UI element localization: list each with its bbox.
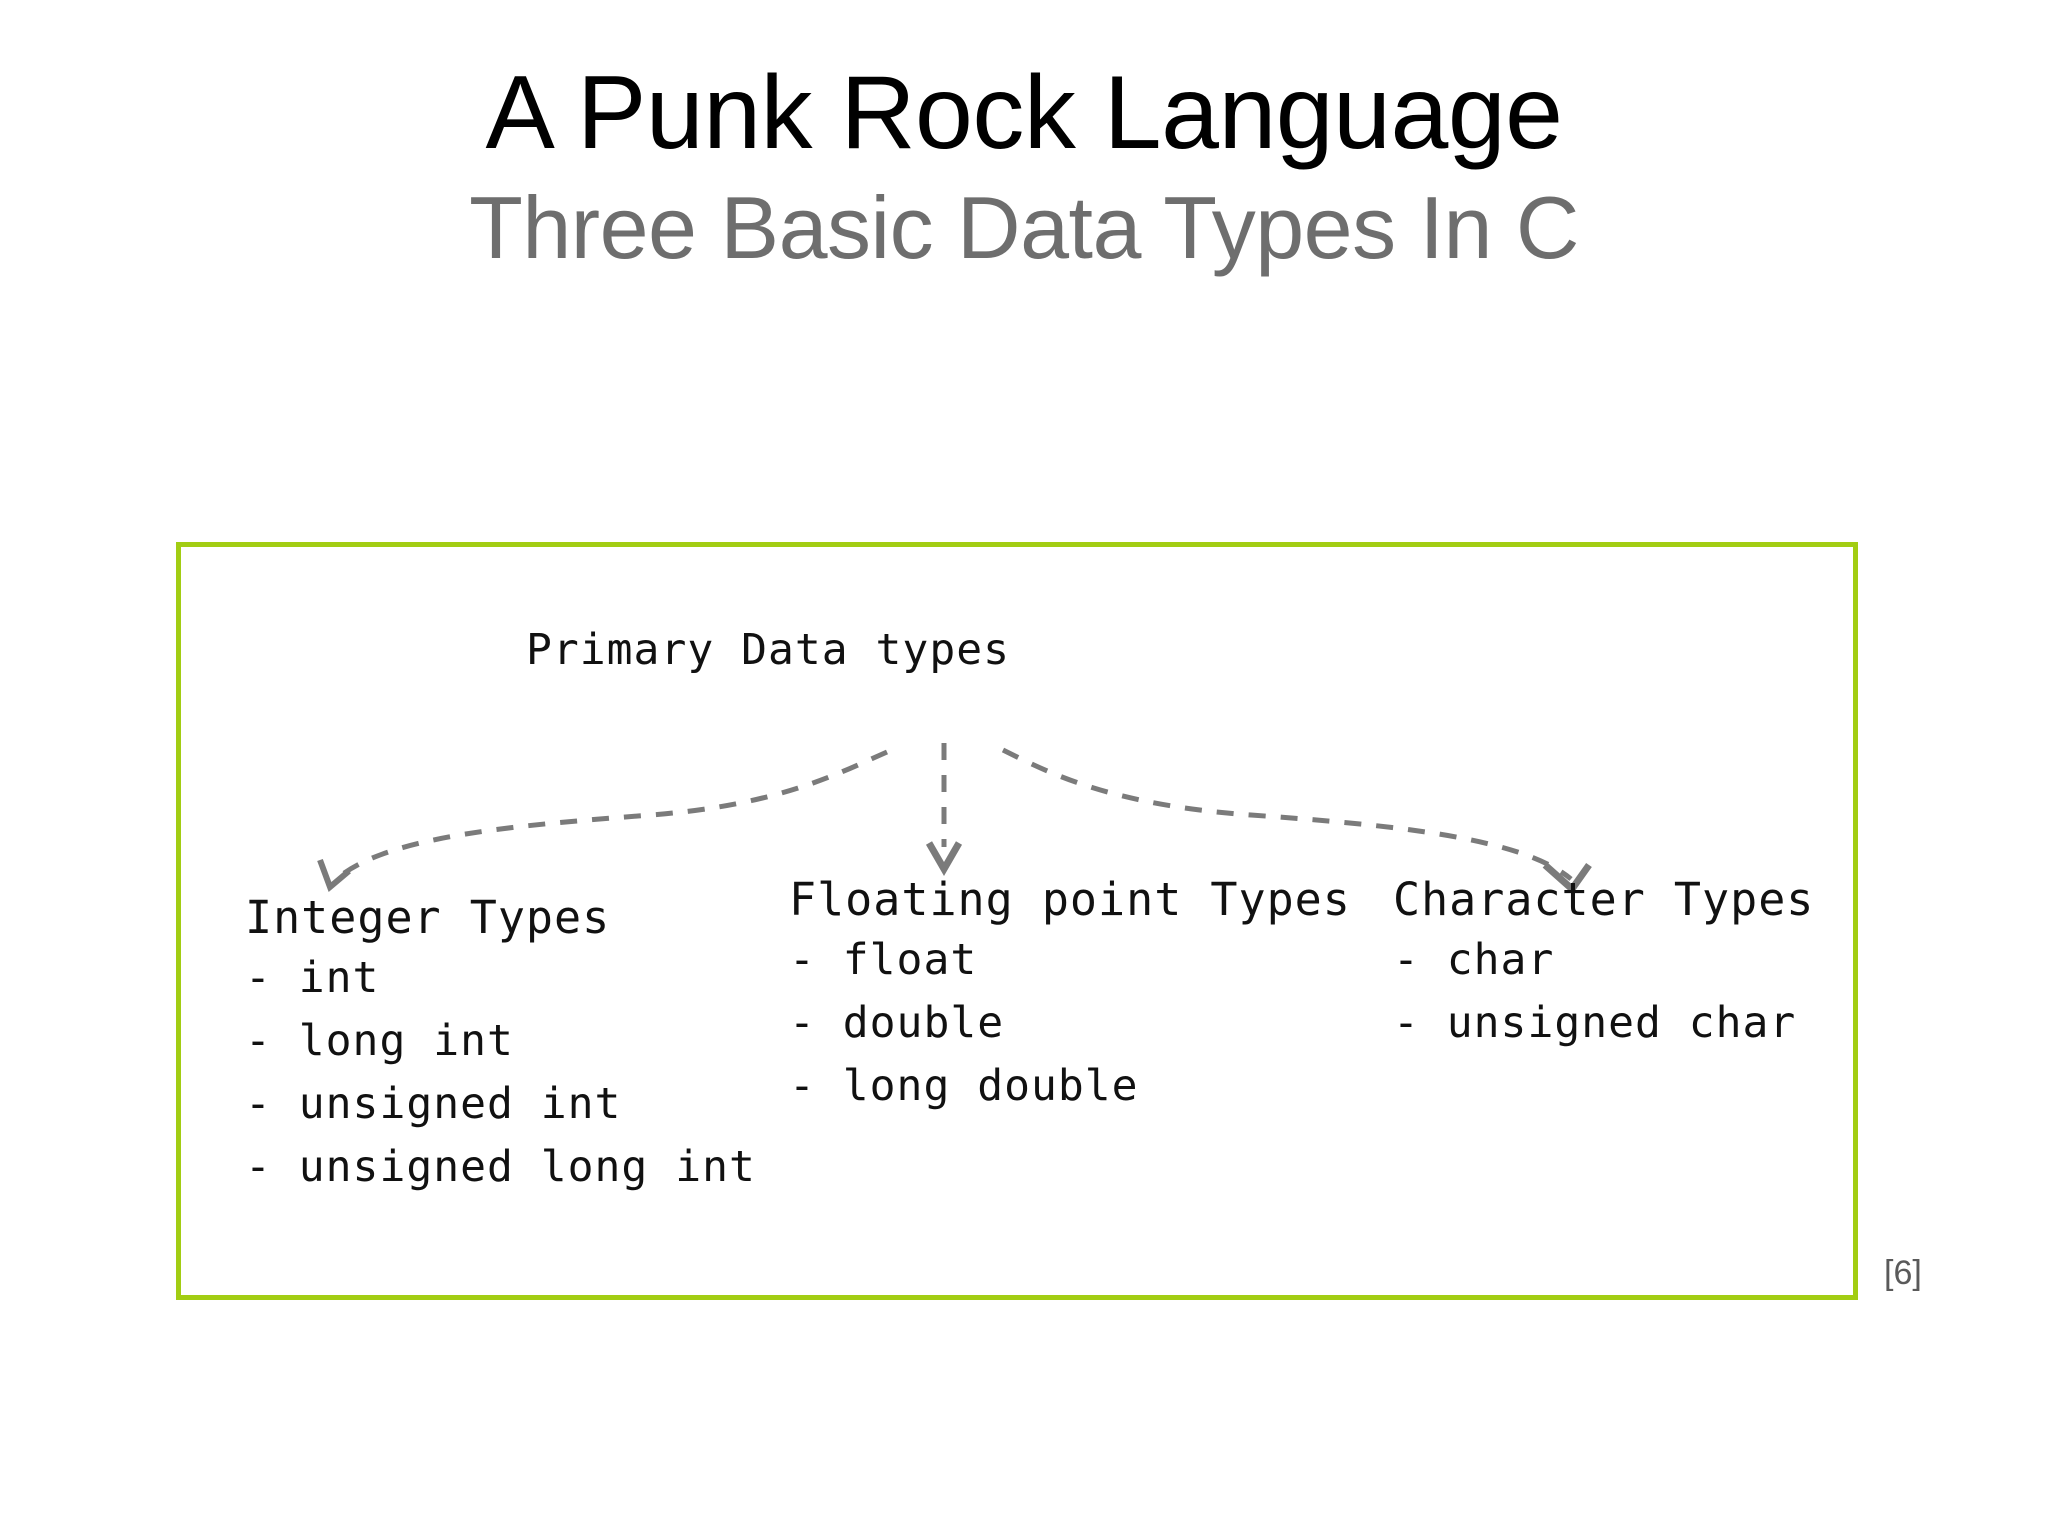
diagram-column-character: Character Types - char - unsigned char — [1393, 877, 1814, 1065]
column-heading-character: Character Types — [1393, 873, 1815, 926]
column-item-character-0: - char — [1393, 935, 1555, 985]
page-title: A Punk Rock Language — [485, 55, 1563, 171]
page-subtitle: Three Basic Data Types In C — [469, 178, 1579, 278]
citation-reference: [6] — [1884, 1254, 1922, 1292]
column-heading-floating: Floating point Types — [789, 873, 1351, 926]
arrow-path-left — [337, 749, 888, 879]
column-item-floating-2: - long double — [789, 1061, 1139, 1111]
arrowhead-left-icon — [317, 858, 351, 893]
column-item-integer-1: - long int — [245, 1016, 514, 1066]
column-item-floating-1: - double — [789, 998, 1005, 1048]
diagram-column-integer: Integer Types - int - long int - unsigne… — [245, 895, 756, 1209]
arrowhead-middle-icon — [925, 841, 963, 877]
column-item-integer-2: - unsigned int — [245, 1079, 622, 1129]
arrow-path-right — [1001, 747, 1573, 881]
column-item-integer-0: - int — [245, 953, 380, 1003]
diagram-root-label: Primary Data types — [526, 625, 1010, 675]
title-block: A Punk Rock Language Three Basic Data Ty… — [0, 58, 2048, 277]
figure-inner: Primary Data types Integer Types - int -… — [181, 547, 1853, 1295]
diagram-column-floating: Floating point Types - float - double - … — [789, 877, 1351, 1128]
column-heading-integer: Integer Types — [245, 891, 611, 944]
column-item-character-1: - unsigned char — [1393, 998, 1797, 1048]
column-item-floating-0: - float — [789, 935, 978, 985]
column-item-integer-3: - unsigned long int — [245, 1142, 756, 1192]
figure-frame: Primary Data types Integer Types - int -… — [176, 542, 1858, 1300]
